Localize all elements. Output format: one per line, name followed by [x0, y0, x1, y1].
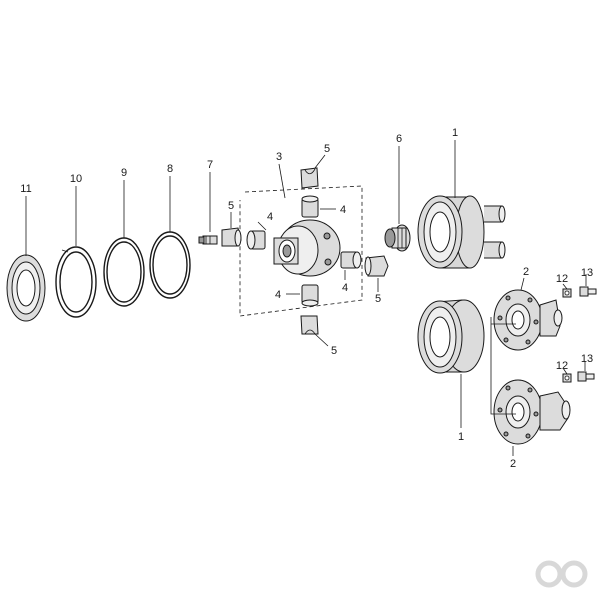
- cross-hub: [273, 219, 341, 277]
- callout-6: 6: [396, 133, 402, 145]
- part-5-clip-top: [300, 167, 319, 189]
- part-4-bearing-bottom: [301, 284, 319, 307]
- part-9-ring: [103, 237, 145, 307]
- watermark-logo: [535, 560, 588, 588]
- part-7-grease-nipple: [198, 235, 218, 245]
- part-13-bolt-top: [579, 286, 597, 297]
- callout-12-top: 12: [556, 273, 568, 285]
- callout-5-bottom: 5: [331, 345, 337, 357]
- callout-7: 7: [207, 159, 213, 171]
- connector-line-1-2: [490, 317, 516, 415]
- part-3-cross-kit-outline: [239, 185, 363, 317]
- part-5-clip-right: [364, 255, 389, 277]
- leader-4-left: [257, 221, 267, 231]
- part-6-plug: [384, 224, 411, 252]
- part-4-bearing-right: [340, 251, 362, 269]
- callout-2-top: 2: [523, 266, 529, 278]
- leader-12-top: [562, 283, 568, 290]
- leader-12-bottom: [562, 367, 568, 375]
- part-5-clip-left: [221, 227, 242, 247]
- part-8-ring: [149, 231, 191, 299]
- callout-5-left: 5: [228, 200, 234, 212]
- leader-2-top: [520, 277, 525, 291]
- callout-10: 10: [70, 173, 82, 185]
- callout-4-left: 4: [267, 211, 273, 223]
- callout-1-bottom: 1: [458, 431, 464, 443]
- callout-5-top: 5: [324, 143, 330, 155]
- callout-1-top: 1: [452, 127, 458, 139]
- part-10-snap-ring: [55, 246, 97, 318]
- callout-13-top: 13: [581, 267, 593, 279]
- callout-12-bottom: 12: [556, 360, 568, 372]
- part-12-nut-top: [562, 288, 572, 298]
- part-11-seal: [6, 254, 46, 322]
- part-5-clip-bottom: [300, 315, 319, 335]
- callout-4-top: 4: [340, 204, 346, 216]
- callout-9: 9: [121, 167, 127, 179]
- callout-3: 3: [276, 151, 282, 163]
- leader-5-bottom: [314, 333, 329, 347]
- part-1-yoke-housing-top: [417, 195, 506, 269]
- part-4-bearing-top: [301, 195, 319, 218]
- callout-4-bottom: 4: [275, 289, 281, 301]
- part-13-bolt-bottom: [577, 371, 595, 382]
- part-2-flange-yoke-bottom: [493, 379, 571, 445]
- part-4-bearing-left: [246, 230, 266, 250]
- part-2-flange-yoke-top: [493, 289, 563, 351]
- part-1-yoke-housing-bottom: [417, 299, 485, 374]
- callout-11: 11: [20, 183, 31, 195]
- leader-5-top: [314, 154, 326, 169]
- callout-8: 8: [167, 163, 173, 175]
- callout-13-bottom: 13: [581, 353, 593, 365]
- leader-3: [278, 163, 286, 199]
- part-12-nut-bottom: [562, 373, 572, 383]
- callout-5-right: 5: [375, 293, 381, 305]
- callout-2-bottom: 2: [510, 458, 516, 470]
- callout-4-right: 4: [342, 282, 348, 294]
